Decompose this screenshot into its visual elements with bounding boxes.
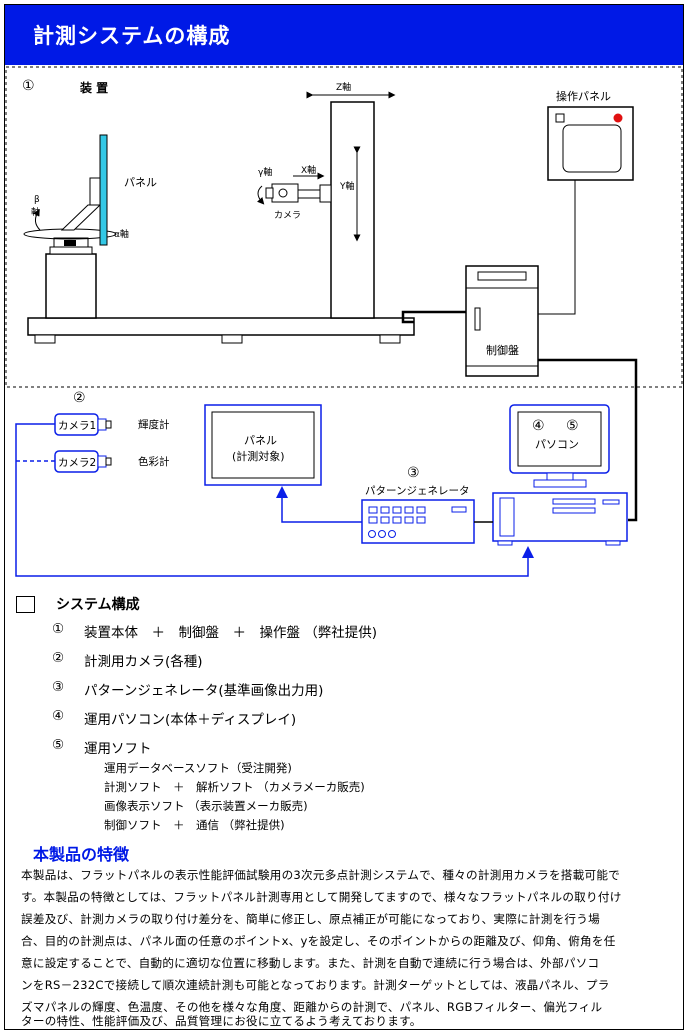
section3-number: ③	[407, 465, 420, 481]
section2-number: ②	[73, 390, 86, 406]
software-item: 計測ソフト ＋ 解析ソフト （カメラメーカ販売)	[104, 780, 365, 794]
software-item: 画像表示ソフト （表示装置メーカ販売)	[104, 799, 308, 813]
page-frame	[4, 4, 684, 1030]
camera-label: カメラ	[274, 210, 301, 221]
camera2-label: カメラ2	[58, 457, 96, 469]
title-bar: 計測システムの構成	[5, 5, 683, 65]
features-text-line: 意に設定することで、自動的に適切な位置に移動します。また、計測を自動で連続に行う…	[21, 956, 600, 970]
apparatus-base	[27, 317, 415, 344]
panel-stage	[23, 134, 117, 319]
features-text-line: ンをRS－232Cで接続して順次連続計測も可能となっております。計測ターゲットと…	[21, 978, 610, 992]
page-title: 計測システムの構成	[33, 24, 231, 48]
gamma-axis-label: γ軸	[258, 166, 272, 178]
control-panel	[547, 106, 634, 181]
features-text-line: 本製品は、フラットパネルの表示性能評価試験用の3次元多点計測システムで、種々の計…	[21, 868, 621, 882]
list-item-number: ⑤	[52, 737, 65, 753]
section1-number: ①	[22, 78, 35, 94]
section-marker-box	[16, 596, 35, 613]
features-text-line: 合、目的の計測点は、パネル面の任意のポイントx、yを設定し、そのポイントからの距…	[21, 934, 616, 948]
controller-cabinet	[465, 265, 539, 377]
colorimeter-label: 色彩計	[138, 455, 170, 468]
pc-tower	[492, 492, 628, 546]
y-axis-label: Y軸	[339, 180, 355, 192]
target-panel	[204, 404, 322, 486]
system-diagram: ① 装 置 パネル β 軸 α軸 Z軸 Y軸 γ軸 X	[5, 66, 683, 577]
apparatus-label: 装 置	[79, 80, 108, 95]
target-panel-label: パネル	[244, 434, 277, 447]
list-item-text: 計測用カメラ(各種)	[84, 654, 203, 670]
section4-number: ④	[532, 418, 545, 434]
list-item-text: パターンジェネレータ(基準画像出力用)	[84, 683, 324, 699]
list-item-number: ③	[52, 679, 65, 695]
section5-number: ⑤	[566, 418, 579, 434]
z-column	[306, 91, 396, 319]
controller-label: 制御盤	[486, 343, 519, 357]
apparatus-region	[5, 66, 683, 388]
x-axis-label: X軸	[301, 164, 316, 176]
list-item-number: ②	[52, 650, 65, 666]
panel-display	[99, 134, 108, 246]
camera-arm	[257, 172, 332, 205]
list-item-text: 装置本体 ＋ 制御盤 ＋ 操作盤 （弊社提供)	[84, 625, 378, 641]
software-item: 制御ソフト ＋ 通信 （弊社提供)	[104, 818, 285, 832]
beta-axis-label-2: 軸	[31, 206, 40, 218]
panel-label: パネル	[124, 176, 157, 189]
luminance-meter-label: 輝度計	[138, 418, 170, 431]
system-title: システム構成	[56, 597, 140, 613]
features-text-line: ズマパネルの輝度、色温度、その他を様々な角度、距離からの計測で、パネル、RGBフ…	[21, 1000, 603, 1014]
pc-label: パソコン	[535, 438, 579, 451]
pattern-generator	[361, 499, 475, 544]
indicator-light	[613, 113, 623, 123]
beta-axis-label: β	[34, 195, 40, 205]
list-item-number: ④	[52, 708, 65, 724]
pc-monitor	[509, 404, 610, 488]
software-item: 運用データベースソフト（受注開発)	[104, 761, 292, 775]
list-item-number: ①	[52, 621, 65, 637]
pattern-generator-label: パターンジェネレータ	[365, 485, 469, 497]
features-title: 本製品の特徴	[33, 845, 130, 864]
features-text-line: 誤差及び、計測カメラの取り付け差分を、簡単に修正し、原点補正が可能になっており、…	[21, 912, 600, 926]
control-panel-label: 操作パネル	[556, 89, 611, 103]
target-panel-sublabel: (計測対象)	[232, 449, 285, 463]
features-text-line: ターの特性、性能評価及び、品質管理にお役に立てるよう考えております。	[21, 1014, 422, 1028]
list-item-text: 運用パソコン(本体＋ディスプレイ)	[84, 712, 297, 728]
camera1-label: カメラ1	[58, 420, 96, 432]
features-text-line: す。本製品の特徴としては、フラットパネル計測専用として開発してますので、様々なフ…	[21, 890, 622, 904]
list-item-text: 運用ソフト	[84, 741, 152, 757]
z-axis-label: Z軸	[336, 81, 351, 93]
alpha-axis-label: α軸	[114, 228, 129, 240]
